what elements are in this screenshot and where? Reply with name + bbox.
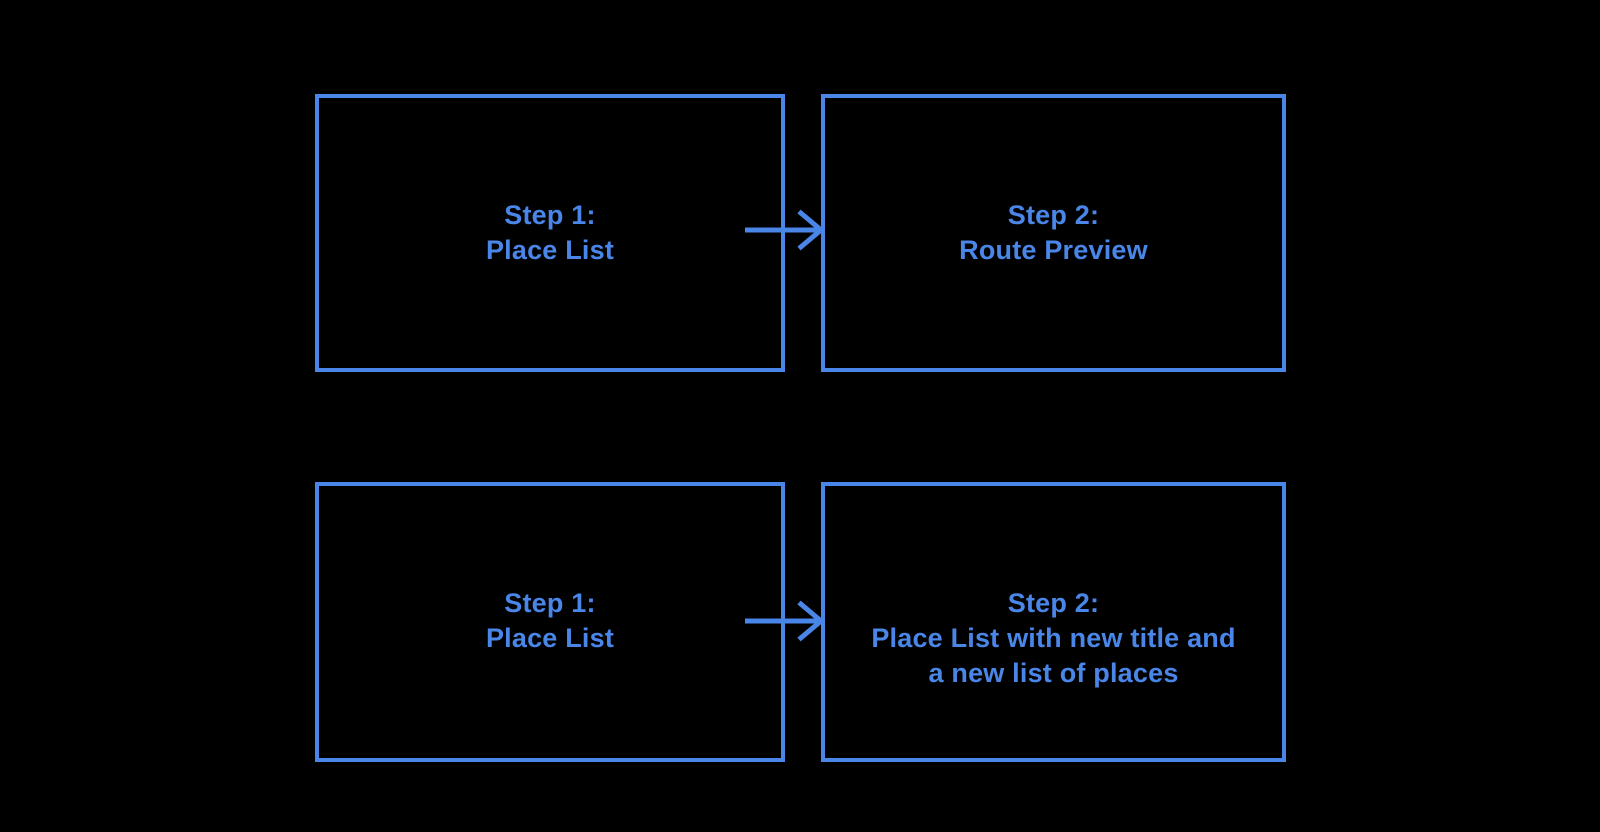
box-label-line: Step 1: [504,588,596,618]
flow-box-row1-step2: Step 2: Route Preview [821,94,1286,372]
box-label: Step 1: Place List [319,198,781,268]
box-label-line: Step 2: [1007,200,1100,230]
box-label-line: Place List with new title and [871,623,1236,653]
box-label-line: a new list of places [928,658,1179,688]
right-arrow-connector [745,209,825,251]
flow-box-row1-step1: Step 1: Place List [315,94,785,372]
flow-box-row2-step2: Step 2: Place List with new title and a … [821,482,1286,762]
flow-box-row2-step1: Step 1: Place List [315,482,785,762]
box-label: Step 2: Route Preview [825,198,1282,268]
box-label-line: Step 1: [504,200,596,230]
box-label: Step 2: Place List with new title and a … [825,586,1282,691]
right-arrow-connector [745,600,825,642]
box-label-line: Route Preview [959,235,1148,265]
box-label: Step 1: Place List [319,586,781,656]
box-label-line: Step 2: [1007,588,1100,618]
box-label-line: Place List [485,235,615,265]
box-label-line: Place List [485,623,615,653]
